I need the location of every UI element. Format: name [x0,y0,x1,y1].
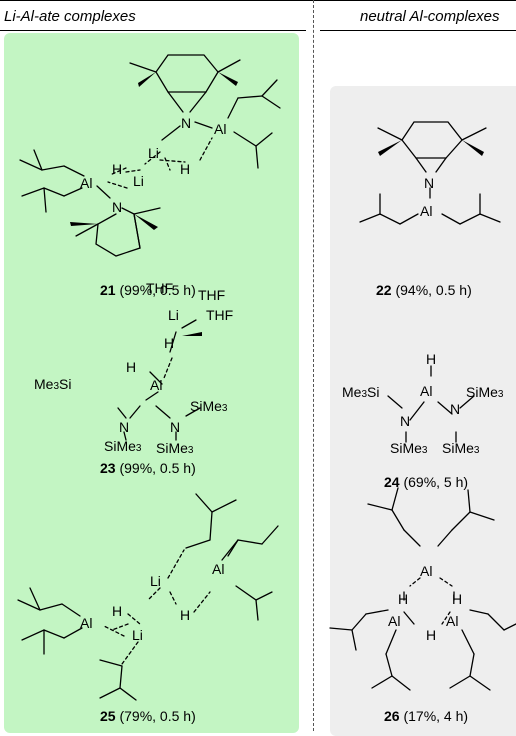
atom-26-h-left: H [398,591,408,607]
structure-24 [387,365,475,443]
atom-25-al-left: Al [80,615,92,631]
atom-21-n-bottom: N [112,199,122,215]
atom-23-al: Al [150,377,162,393]
atom-23-n-right: N [170,419,180,435]
header-ate-complexes: Li-Al-ate complexes [4,8,136,25]
atom-24-al: Al [420,383,432,399]
group-24-sime3-right: SiMe3 [466,384,504,400]
atom-26-al-top: Al [420,563,432,579]
atom-24-h: H [426,351,436,367]
atom-24-n-left: N [400,413,410,429]
caption-26: 26 (17%, 4 h) [384,708,469,724]
group-24-me3si: Me3Si [342,384,380,400]
group-24-sime3-bottom-left: SiMe3 [390,440,428,456]
atom-21-li-top: Li [148,145,159,161]
structure-25 [17,493,279,701]
atom-21-n-top: N [181,115,191,131]
caption-22: 22 (94%, 0.5 h) [376,282,472,298]
header-neutral-complexes: neutral Al-complexes [360,8,500,25]
atom-26-al-right: Al [446,613,458,629]
atom-21-li-bottom: Li [133,173,144,189]
neutral-complex-panel [330,86,516,736]
header-rule-right [320,30,516,31]
group-24-sime3-bottom-right: SiMe3 [442,440,480,456]
top-rule [0,0,516,1]
structure-23 [117,319,202,441]
header-rule-left [0,30,306,31]
atom-26-h-right: H [452,591,462,607]
column-divider [313,0,314,731]
group-23-sime3-right: SiMe3 [190,398,228,414]
caption-24: 24 (69%, 5 h) [384,474,469,490]
atom-22-n: N [424,175,434,191]
atom-25-al-right: Al [212,561,224,577]
atom-26-al-left: Al [388,613,400,629]
structure-26 [329,487,516,691]
atom-24-n-right: N [450,401,460,417]
group-23-sime3-bottom-right: SiMe3 [156,440,194,456]
atom-23-n-left: N [119,419,129,435]
structure-22 [359,121,501,225]
atom-25-h-left: H [112,603,122,619]
atom-25-h-right: H [180,607,190,623]
caption-25: 25 (79%, 0.5 h) [100,708,196,724]
atom-23-li: Li [168,307,179,323]
atom-21-al-left: Al [80,175,92,191]
group-23-sime3-bottom-left: SiMe3 [104,438,142,454]
atom-21-h-right: H [180,161,190,177]
structure-21 [19,54,281,257]
atom-23-thf-right2: THF [206,307,233,323]
group-23-me3si: Me3Si [34,376,72,392]
caption-23: 23 (99%, 0.5 h) [100,460,196,476]
atom-26-h-bottom: H [426,627,436,643]
atom-23-thf-top: THF [146,280,173,296]
atom-23-thf-right1: THF [198,287,225,303]
atom-22-al: Al [420,203,432,219]
atom-21-h-left: H [112,161,122,177]
atom-21-al-right: Al [214,121,226,137]
atom-25-li-top: Li [150,573,161,589]
atom-23-h-top: H [164,335,174,351]
atom-23-h-left: H [126,359,136,375]
caption-21: 21 (99%, 0.5 h) [100,282,196,298]
ate-complex-panel [4,33,299,733]
atom-25-li-bottom: Li [132,627,143,643]
